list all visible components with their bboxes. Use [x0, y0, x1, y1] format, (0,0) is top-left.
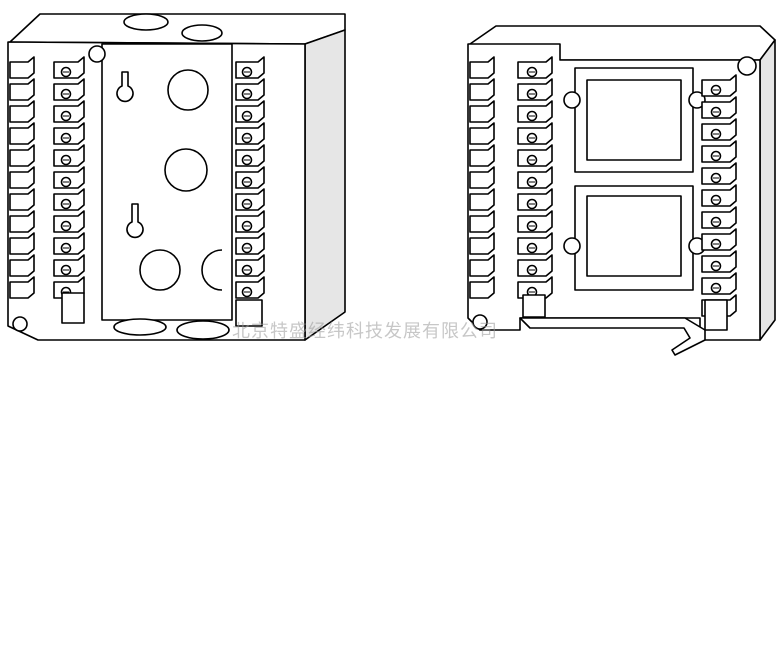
right-b-terminal-8 — [517, 210, 553, 233]
clip-knob-lower-left — [563, 237, 581, 255]
knockout-bottom-1 — [113, 318, 167, 336]
knockout-top-1 — [123, 13, 169, 31]
right-b-terminal-7 — [517, 188, 553, 211]
left-base-terminal-strip-outer — [9, 56, 35, 299]
left-a-terminal-10 — [9, 254, 35, 277]
corner-screw-bottom — [12, 316, 28, 332]
keyhole-slot-upper — [116, 71, 134, 103]
knockout-2 — [164, 148, 208, 192]
left-base-side-face — [304, 29, 346, 341]
knockout-4 — [201, 249, 223, 291]
right-a-terminal-6 — [469, 166, 495, 189]
right-base-terminal-strip-outer — [469, 56, 495, 299]
left-wiring-base — [7, 13, 346, 341]
right-c-terminal-7 — [701, 206, 737, 229]
right-c-terminal-4 — [701, 140, 737, 163]
right-b-terminal-1 — [517, 56, 553, 79]
right-base-lug-1 — [522, 294, 546, 318]
left-a-terminal-2 — [9, 78, 35, 101]
right-c-terminal-1 — [701, 74, 737, 97]
window-upper-inner — [586, 79, 682, 161]
right-b-terminal-4 — [517, 122, 553, 145]
right-b-terminal-2 — [517, 78, 553, 101]
right-c-terminal-10 — [701, 272, 737, 295]
left-base-terminal-strip-inner — [53, 56, 85, 299]
right-b-terminal-3 — [517, 100, 553, 123]
left-a-terminal-8 — [9, 210, 35, 233]
left-a-terminal-11 — [9, 276, 35, 299]
corner-screw-top — [88, 45, 106, 63]
right-a-terminal-8 — [469, 210, 495, 233]
right-a-terminal-2 — [469, 78, 495, 101]
right-a-terminal-3 — [469, 100, 495, 123]
right-base-side-face — [759, 39, 776, 341]
knockout-bottom-2 — [176, 320, 230, 340]
right-b-terminal-9 — [517, 232, 553, 255]
knockout-3 — [139, 249, 181, 291]
right-c-terminal-5 — [701, 162, 737, 185]
left-base-lug-2 — [235, 299, 263, 327]
left-a-terminal-5 — [9, 144, 35, 167]
right-c-terminal-2 — [701, 96, 737, 119]
right-base-lug-2 — [704, 299, 728, 331]
right-base-mounting-bracket — [519, 317, 706, 356]
right-b-terminal-10 — [517, 254, 553, 277]
left-a-terminal-7 — [9, 188, 35, 211]
clip-knob-upper-right — [688, 91, 706, 109]
right-wiring-base — [467, 25, 776, 356]
right-base-corner-screw-bottom — [472, 314, 488, 330]
right-a-terminal-10 — [469, 254, 495, 277]
left-base-lug-1 — [61, 292, 85, 324]
right-a-terminal-1 — [469, 56, 495, 79]
left-base-top-face — [9, 13, 346, 45]
right-a-terminal-11 — [469, 276, 495, 299]
right-c-terminal-6 — [701, 184, 737, 207]
left-base-terminal-strip-right — [235, 56, 265, 299]
knockout-top-2 — [181, 24, 223, 42]
right-b-terminal-5 — [517, 144, 553, 167]
left-a-terminal-4 — [9, 122, 35, 145]
left-a-terminal-1 — [9, 56, 35, 79]
right-base-terminal-strip-inner — [517, 56, 553, 299]
knockout-1 — [167, 69, 209, 111]
right-a-terminal-9 — [469, 232, 495, 255]
keyhole-slot-lower — [126, 203, 144, 239]
right-b-terminal-11 — [517, 276, 553, 299]
right-a-terminal-5 — [469, 144, 495, 167]
right-base-corner-screw-top — [737, 56, 757, 76]
left-a-terminal-9 — [9, 232, 35, 255]
left-base-floor — [101, 43, 233, 321]
right-c-terminal-9 — [701, 250, 737, 273]
left-a-terminal-3 — [9, 100, 35, 123]
right-c-terminal-3 — [701, 118, 737, 141]
right-base-terminal-strip-right — [701, 74, 737, 317]
right-c-terminal-8 — [701, 228, 737, 251]
window-lower-inner — [586, 195, 682, 277]
left-a-terminal-6 — [9, 166, 35, 189]
right-a-terminal-7 — [469, 188, 495, 211]
right-b-terminal-6 — [517, 166, 553, 189]
clip-knob-upper-left — [563, 91, 581, 109]
right-a-terminal-4 — [469, 122, 495, 145]
